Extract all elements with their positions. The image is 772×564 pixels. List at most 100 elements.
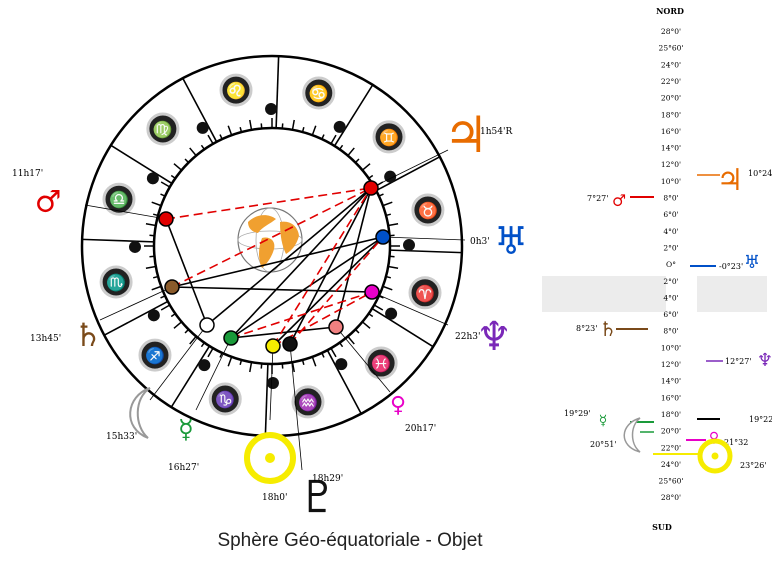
scale-north-label: NORD (656, 6, 684, 16)
scale-band-right (697, 276, 767, 312)
scale-tick-label: 25°60' (659, 44, 684, 53)
moon-dot[interactable] (199, 317, 215, 333)
sagittarius-icon: ♐ (138, 309, 172, 372)
mars-scale-icon: ♂ (612, 191, 626, 210)
scale-tick-label: 12°0' (661, 160, 681, 169)
degree-tick (200, 144, 205, 150)
pluto-dot[interactable] (282, 336, 298, 352)
scale-tick-label: 8°0' (663, 194, 678, 203)
mercury-scale-icon: ☿ (599, 413, 608, 429)
pluto-icon: ♇ (298, 472, 337, 523)
planet-glyphs: ♂ 11h17' ♃ 1h54'R ♅ 0h3' ♆ 22h3' ♀ 20h17… (12, 106, 528, 523)
degree-tick (249, 362, 253, 373)
mars-dot[interactable] (158, 211, 174, 227)
degree-tick (184, 328, 190, 334)
scale-tick-label: 22°0' (661, 77, 681, 86)
svg-text:♎: ♎ (109, 190, 129, 209)
uranus-dot[interactable] (375, 229, 391, 245)
planet-dots (158, 180, 391, 354)
scale-marker-saturn: 8°23' ♄ (576, 317, 648, 341)
sign-glyph-disks: ♑♒♓♈♉♊♋♌♍♎♏♐ (99, 73, 445, 419)
mercury-dot[interactable] (223, 330, 239, 346)
degree-tick (189, 147, 197, 157)
degree-tick (249, 119, 253, 130)
scale-tick-label: 12°0' (661, 360, 681, 369)
mars-time-label: 11h17' (12, 169, 43, 179)
degree-tick (382, 285, 393, 291)
degree-tick (207, 134, 214, 145)
svg-text:♒: ♒ (298, 393, 318, 412)
moon-icon (129, 387, 151, 439)
sector-divider (326, 349, 362, 415)
uranus-declination-label: -0°23' (719, 262, 743, 271)
sector-divider (182, 77, 218, 143)
sector-divider (82, 238, 155, 243)
moon-declination-label: 20°51' (590, 440, 617, 449)
venus-time-label: 20h17' (405, 424, 436, 434)
scale-tick-label: 25°60' (659, 477, 684, 486)
capricorn-icon: ♑ (198, 359, 242, 416)
uranus-icon: ♅ (494, 219, 528, 263)
sector-dividers (82, 56, 462, 436)
planet-leader-lines (84, 149, 466, 471)
saturn-time-label: 13h45' (30, 334, 61, 344)
sun-scale-icon (697, 438, 733, 474)
scale-south-label: SUD (652, 522, 672, 532)
degree-tick (301, 359, 305, 366)
scale-tick-label: O° (666, 260, 676, 269)
saturn-dot[interactable] (164, 279, 180, 295)
scale-tick-label: 22°0' (661, 443, 681, 452)
sector-divider (375, 156, 441, 192)
sun-time-label: 18h0' (262, 493, 287, 503)
scale-marker-neptune: 12°27' ♆ (706, 350, 772, 371)
scale-marker-mars: 7°27' ♂ (587, 191, 654, 210)
scale-tick-label: 14°0' (661, 144, 681, 153)
svg-text:♐: ♐ (145, 346, 165, 365)
scale-marker-sun: 23°26' (653, 438, 767, 474)
svg-text:♍: ♍ (153, 120, 173, 139)
degree-tick (227, 356, 233, 367)
degree-tick (330, 134, 337, 145)
degree-tick (354, 158, 360, 164)
sector-divider (371, 307, 434, 348)
venus-dot[interactable] (328, 319, 344, 335)
scale-tick-label: 14°0' (661, 377, 681, 386)
neptune-icon: ♆ (476, 314, 512, 360)
scale-tick-label: 6°0' (663, 210, 678, 219)
degree-tick (207, 347, 214, 358)
degree-tick (291, 119, 295, 130)
moon-time-label: 15h33' (106, 432, 137, 442)
page-caption: Sphère Géo-équatoriale - Objet (217, 530, 483, 551)
svg-text:♈: ♈ (415, 284, 435, 303)
svg-text:♊: ♊ (379, 128, 399, 147)
sun-dot[interactable] (265, 338, 281, 354)
scale-tick-label: 2°0' (663, 243, 678, 252)
uranus-time-label: 0h3' (470, 237, 490, 247)
jupiter-time-label: 1h54'R (480, 127, 512, 137)
scale-marker-mercury: 19°29' ☿ (564, 409, 654, 429)
sun-icon (244, 432, 296, 484)
degree-tick (321, 134, 325, 140)
saturn-icon: ♄ (74, 316, 103, 354)
scale-tick-label: 18°0' (661, 410, 681, 419)
moon-scale-icon (623, 417, 641, 453)
sector-divider (103, 300, 169, 336)
zodiac-wheel: ♑♒♓♈♉♊♋♌♍♎♏♐ (80, 54, 464, 438)
pisces-icon: ♓ (335, 346, 398, 380)
scale-marker-jupiter: ♃ 10°24 (697, 163, 772, 198)
degree-tick (368, 174, 374, 179)
scale-tick-label: 4°0' (663, 227, 678, 236)
jupiter-declination-label: 10°24 (748, 169, 772, 178)
degree-tick (378, 295, 384, 299)
jupiter-dot[interactable] (363, 180, 379, 196)
svg-text:♑: ♑ (215, 390, 235, 409)
cancer-icon: ♋ (302, 76, 346, 133)
neptune-dot[interactable] (364, 284, 380, 300)
degree-tick (382, 201, 393, 207)
sector-divider (264, 363, 269, 436)
sector-divider (110, 144, 173, 185)
degree-tick (354, 328, 360, 334)
scale-tick-label: 16°0' (661, 393, 681, 402)
scale-tick-label: 28°0' (661, 493, 681, 502)
uranus-scale-icon: ♅ (744, 252, 760, 273)
